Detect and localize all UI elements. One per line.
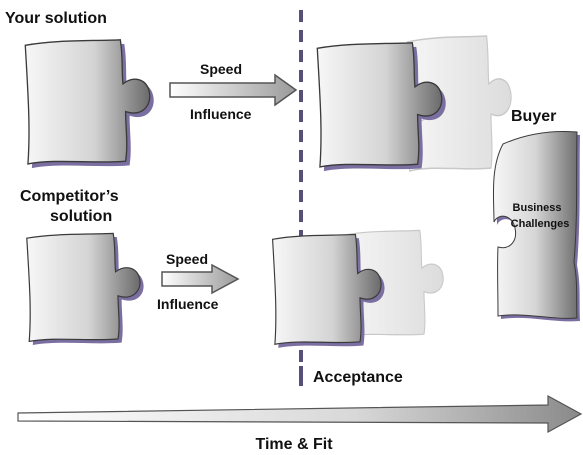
competitor-label-line1: Competitor’s [20, 188, 119, 205]
top-speed-influence-arrow-icon [169, 73, 298, 107]
competitor-solution-puzzle-piece-icon [26, 232, 144, 345]
acceptance-label: Acceptance [313, 369, 403, 386]
top-arrow-influence-label: Influence [190, 106, 252, 122]
bottom-arrow-influence-label: Influence [157, 296, 219, 312]
your-solution-puzzle-piece-icon [24, 39, 154, 169]
your-solution-label: Your solution [5, 10, 107, 27]
bottom-arrow-speed-label: Speed [166, 251, 208, 267]
buyer-label: Buyer [511, 108, 556, 125]
business-label-line2: Challenges [511, 218, 570, 230]
competitor-label-line2: solution [50, 208, 112, 225]
top-arrow-speed-label: Speed [200, 61, 242, 77]
time-fit-label: Time & Fit [255, 436, 333, 453]
time-fit-arrow-icon [17, 394, 583, 434]
buyer-puzzle-piece-icon [492, 130, 580, 322]
bottom-speed-influence-arrow-icon [161, 263, 240, 295]
business-label-line1: Business [513, 202, 562, 214]
